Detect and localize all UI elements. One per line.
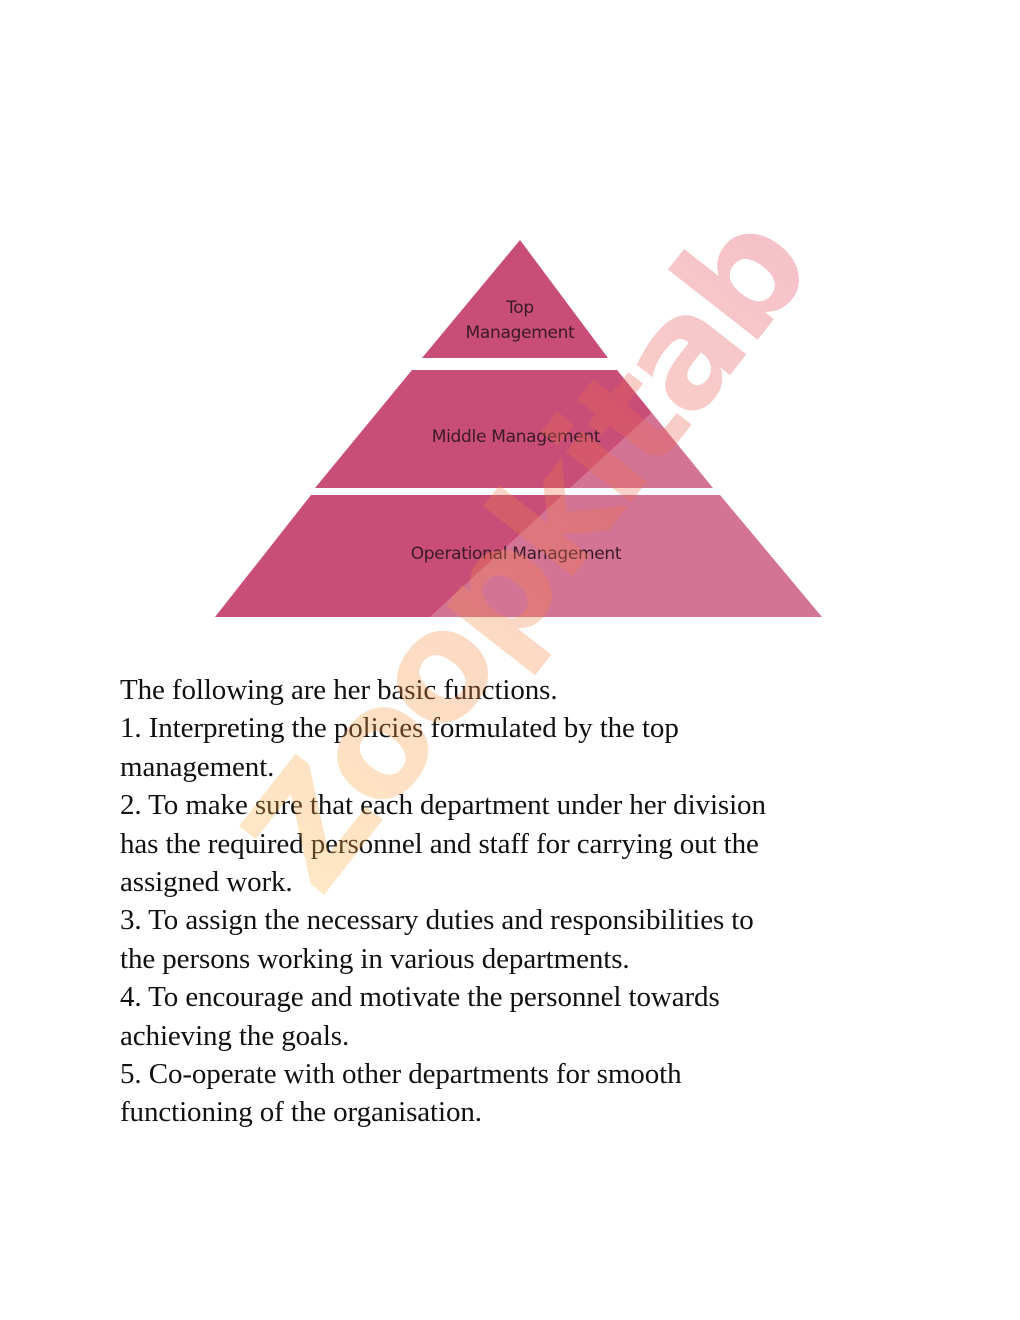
tier-label-middle: Middle Management xyxy=(431,427,601,447)
pyramid-tier-bottom xyxy=(215,495,822,617)
intro-line: The following are her basic functions. xyxy=(120,674,558,706)
item-2-line1: 2. To make sure that each department und… xyxy=(120,789,766,822)
item-3-line2: the persons working in various departmen… xyxy=(120,942,630,975)
item-3-line1: 3. To assign the necessary duties and re… xyxy=(120,904,754,937)
item-2-line3: assigned work. xyxy=(120,866,293,899)
tier-label-top: Top Management xyxy=(440,296,600,346)
item-5-line2: functioning of the organisation. xyxy=(120,1096,482,1129)
item-1-line1: 1. Interpreting the policies formulated … xyxy=(120,712,679,745)
item-1-line2: management. xyxy=(120,750,275,783)
tier-label-top-line1: Top xyxy=(506,298,534,318)
item-5-line1: 5. Co-operate with other departments for… xyxy=(120,1058,682,1091)
item-4-line2: achieving the goals. xyxy=(120,1019,350,1052)
pyramid-tier-top xyxy=(422,240,608,358)
functions-text: The following are her basic functions. 1… xyxy=(120,671,900,1132)
tier-label-bottom: Operational Management xyxy=(410,544,622,564)
item-4-line1: 4. To encourage and motivate the personn… xyxy=(120,981,720,1014)
tier-label-top-line2: Management xyxy=(465,323,575,343)
watermark-overlay-band xyxy=(430,405,822,617)
management-pyramid-diagram xyxy=(215,240,822,617)
item-2-line2: has the required personnel and staff for… xyxy=(120,827,759,860)
pyramid-tier-middle xyxy=(315,370,713,488)
